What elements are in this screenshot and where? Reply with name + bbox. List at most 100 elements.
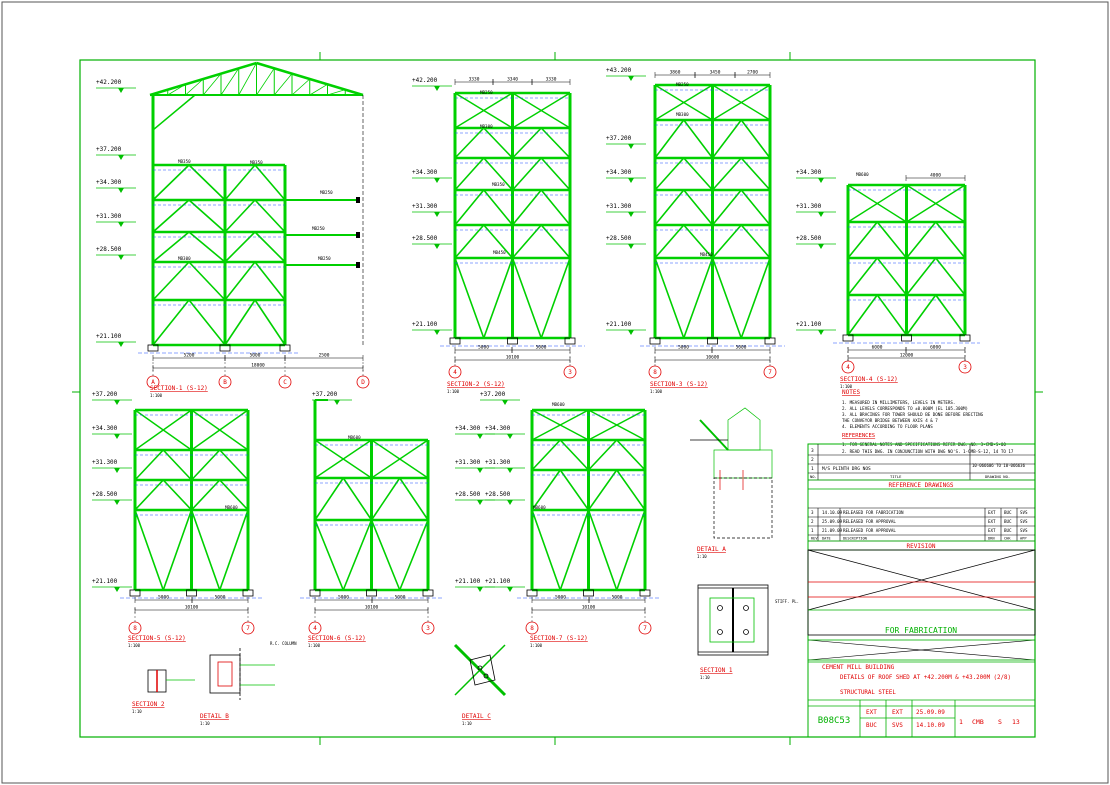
- member-label: MB600: [533, 505, 546, 510]
- brace: [482, 257, 514, 339]
- section-title: SECTION-3 (S-12): [650, 381, 708, 388]
- member-label: MB600: [552, 402, 565, 407]
- brace: [224, 164, 256, 201]
- base-plate: [186, 589, 197, 597]
- revision-cell: RELEASED FOR APPROVAL: [843, 528, 896, 533]
- brace: [540, 189, 571, 226]
- member-label: MB250: [480, 90, 493, 95]
- level-arrow: [628, 144, 634, 149]
- dimension-value: 10100: [506, 355, 520, 361]
- beam-bearing: [356, 232, 360, 238]
- brace: [712, 84, 771, 121]
- drawing-title-line: DETAILS OF ROOF SHED AT +42.200M & +43.2…: [840, 675, 1011, 681]
- brace: [162, 509, 193, 591]
- level-arrow: [118, 255, 124, 260]
- brace: [935, 221, 966, 259]
- section-scale: 1:100: [840, 384, 853, 389]
- level-arrow: [507, 434, 513, 439]
- brace: [188, 261, 226, 301]
- axis-label: 4: [313, 625, 317, 632]
- project-name: CEMENT MILL BUILDING: [822, 664, 895, 671]
- rc-column-label: R.C. COLUMN: [270, 641, 297, 646]
- axis-label: D: [361, 379, 365, 386]
- level-arrow: [114, 587, 120, 592]
- frame-s6: [300, 438, 443, 599]
- brace: [540, 157, 571, 191]
- member-label: MB600: [348, 435, 361, 440]
- dimension-value: 5000: [215, 595, 226, 601]
- revision-cell: 21.09.09: [822, 528, 843, 533]
- base-plate: [219, 344, 231, 352]
- level-arrow: [434, 330, 440, 335]
- base-plate: [526, 589, 538, 597]
- brace: [876, 294, 908, 336]
- brace: [371, 439, 429, 479]
- truss-diagonal: [238, 62, 257, 96]
- level-arrow: [434, 178, 440, 183]
- brace: [654, 119, 685, 159]
- brace: [134, 479, 164, 511]
- level-value: +37.200: [480, 391, 506, 398]
- level-value: +28.500: [412, 235, 438, 242]
- level-value: +42.200: [96, 79, 122, 86]
- member-label: MB250: [318, 256, 331, 261]
- level-value: +28.500: [796, 235, 822, 242]
- member-label: MB600: [856, 172, 869, 177]
- level-value: +31.300: [412, 203, 438, 210]
- base-plate: [366, 589, 377, 597]
- frame-s3: [640, 83, 785, 347]
- brace: [559, 469, 590, 511]
- base-plate: [707, 337, 718, 345]
- detail-c-scale: 1:10: [462, 721, 472, 726]
- brace: [454, 127, 485, 159]
- level-arrow: [628, 212, 634, 217]
- dwg-no-part: S: [998, 718, 1002, 726]
- level-value: +21.100: [606, 321, 632, 328]
- section-title: SECTION-6 (S-12): [308, 635, 366, 642]
- level-markers: +42.200 +37.200 +34.300 +31.300 +28.500 +21.1…: [92, 67, 836, 592]
- brace: [188, 199, 226, 233]
- section-2-detail: [147, 669, 195, 693]
- brace: [683, 157, 714, 191]
- revision-cell: SVS: [1020, 519, 1028, 524]
- dwg-no-part: 13: [1012, 718, 1020, 726]
- revision-cell: 25.09.09: [822, 519, 843, 524]
- level-value: +34.300: [96, 179, 122, 186]
- brace: [654, 189, 685, 226]
- base-plate: [449, 337, 461, 345]
- level-arrow: [118, 222, 124, 227]
- dftd-value: EXT: [892, 709, 903, 716]
- base-plate: [842, 334, 854, 342]
- base-plate: [901, 334, 912, 342]
- dimension-value: 3330: [469, 77, 480, 83]
- level-value: +34.300: [606, 169, 632, 176]
- revision-head: APP: [1020, 537, 1027, 541]
- axis-label: 7: [643, 625, 647, 632]
- brace: [511, 157, 542, 191]
- brace: [254, 164, 286, 201]
- member-label: MB600: [225, 505, 238, 510]
- brace: [152, 299, 190, 346]
- dimension-value: 5000: [158, 595, 169, 601]
- axis-label: 3: [568, 369, 572, 376]
- detail-a: [690, 407, 773, 539]
- dimension-value: 3450: [710, 70, 721, 76]
- revision-head: DATE: [822, 537, 831, 541]
- notes-title: NOTES: [842, 389, 860, 396]
- brace: [454, 157, 485, 191]
- reference-drawings-title: REFERENCE DRAWINGS: [888, 482, 953, 489]
- dimension-value: 5000: [536, 345, 547, 351]
- truss-diagonal: [167, 83, 186, 96]
- brace: [314, 477, 344, 521]
- section-scale: 1:100: [447, 389, 460, 394]
- ref-head: NO.: [810, 474, 817, 479]
- frame-s1: [138, 163, 300, 354]
- revision-cell: RELEASED FOR FABRICATION: [843, 510, 904, 515]
- level-value: +34.300: [485, 425, 511, 432]
- date-1: 25.09.09: [916, 709, 945, 716]
- level-value: +37.200: [96, 146, 122, 153]
- truss-diagonal: [202, 73, 222, 96]
- dimension-value: 10100: [185, 605, 199, 611]
- dimension-value: 2700: [747, 70, 758, 76]
